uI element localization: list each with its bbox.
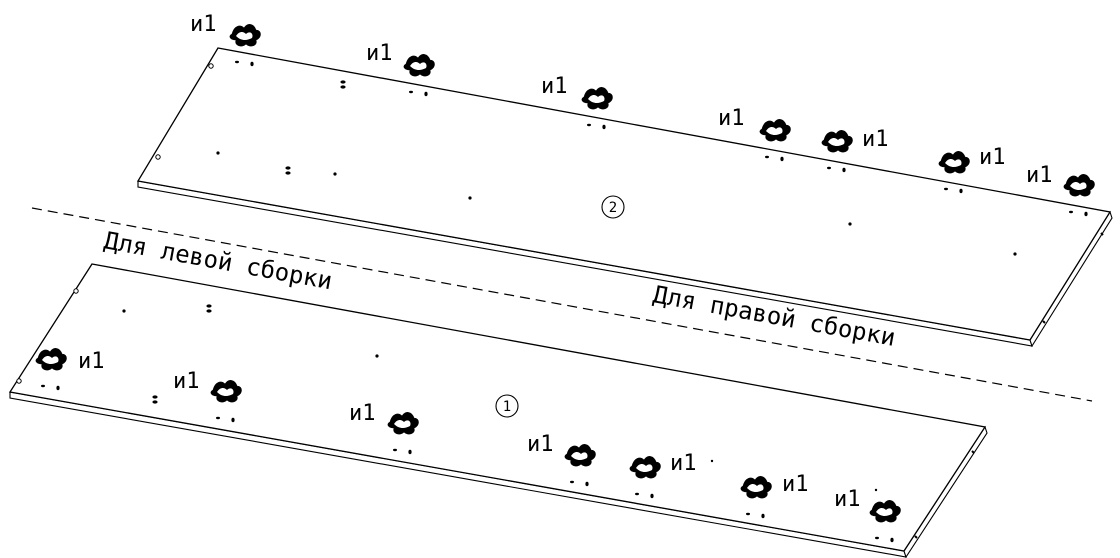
assembly-divider-line xyxy=(31,207,1093,402)
panel-2-cam-lock xyxy=(285,166,291,175)
fitting-label: и1 xyxy=(718,106,745,131)
fitting-label: и1 xyxy=(190,12,217,37)
fitting-label: и1 xyxy=(1026,163,1053,188)
fitting-label: и1 xyxy=(527,432,554,457)
panel-2-hole xyxy=(208,63,214,69)
panel-1-cam-lock xyxy=(152,395,158,404)
panel-2-number: 2 xyxy=(609,200,617,216)
panel-2-dot xyxy=(216,151,220,155)
panel-2-hole xyxy=(155,154,161,160)
panel-1-dot xyxy=(122,309,126,313)
panel-2-dot xyxy=(468,196,472,200)
panel-1-number-circle xyxy=(495,394,519,418)
panel-2-notch xyxy=(1100,232,1104,236)
fitting-label: и1 xyxy=(979,145,1006,170)
panel-2-dot xyxy=(333,172,337,176)
fitting-label: и1 xyxy=(349,401,376,426)
annotation-dot xyxy=(710,459,714,463)
panel-1-notch xyxy=(914,535,918,539)
panel-2-top xyxy=(136,47,1112,341)
panel-1-hole xyxy=(73,288,79,294)
panel-1-hole xyxy=(16,378,22,384)
fitting-label: и1 xyxy=(782,472,809,497)
fitting-label: и1 xyxy=(173,369,200,394)
panel-2-dot xyxy=(1013,252,1017,256)
panel-2-dot xyxy=(848,222,852,226)
panel-1-number: 1 xyxy=(503,399,511,415)
fitting-label: и1 xyxy=(541,74,568,99)
panel-2-notch xyxy=(1042,320,1046,324)
panel-1-notch xyxy=(971,450,975,454)
annotation-dot xyxy=(874,488,878,492)
panel-2: 2 и1 и1 и1 и1 и1 и1 и1 xyxy=(136,12,1113,348)
fitting-label: и1 xyxy=(78,349,105,374)
panel-1-cam-lock xyxy=(206,304,212,313)
panel-1-dot xyxy=(375,354,379,358)
panel-2-cam-lock xyxy=(340,80,346,89)
fitting-label: и1 xyxy=(862,127,889,152)
fitting-label: и1 xyxy=(834,487,861,512)
fitting-label: и1 xyxy=(670,451,697,476)
panel-2-number-circle xyxy=(601,195,625,219)
panel-1: 1 и1 и1 и1 и1 и1 и1 и1 xyxy=(8,263,988,558)
fitting-label: и1 xyxy=(366,41,393,66)
